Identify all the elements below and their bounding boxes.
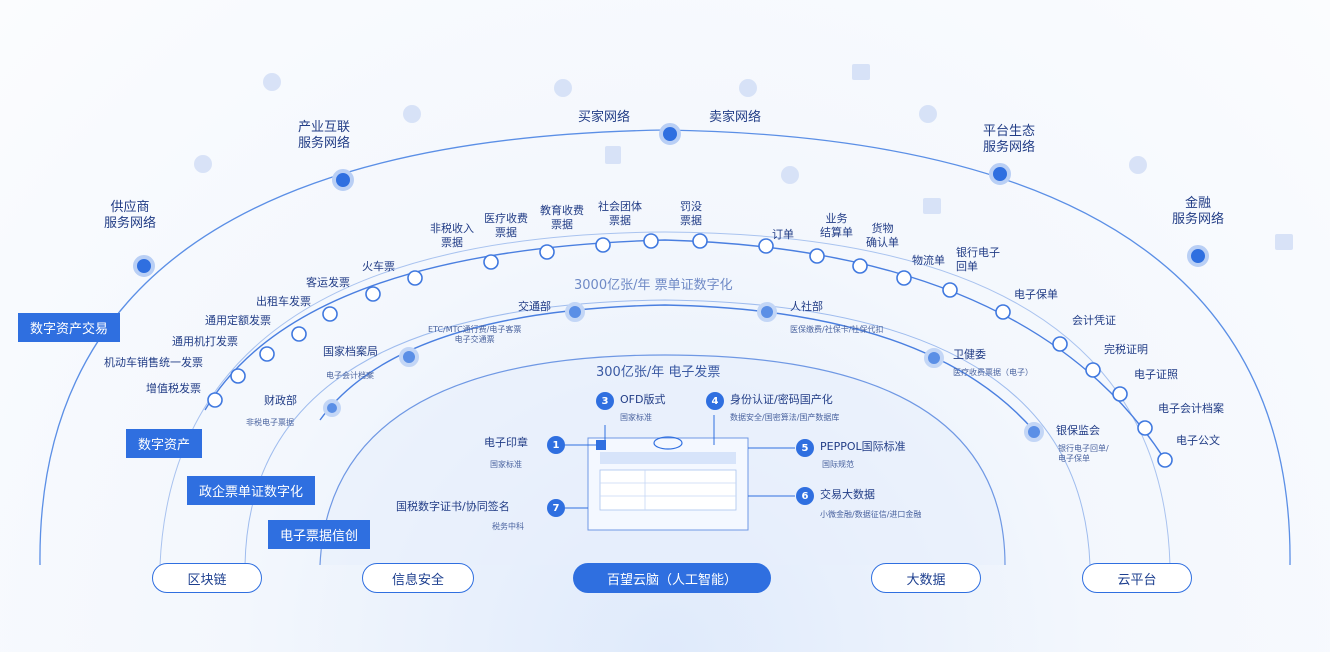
- core-sub-auth: 数据安全/国密算法/国产数据库: [730, 413, 840, 422]
- ring3-sub: ETC/MTC通行费/电子客票 电子交通票: [428, 325, 522, 344]
- ring2-label: 会计凭证: [1072, 314, 1116, 327]
- ring3-sub: 医保缴费/社保卡/社保代扣: [790, 325, 884, 334]
- core-sub-seal: 国家标准: [490, 460, 522, 469]
- pill-ai-brain[interactable]: 百望云脑（人工智能）: [573, 563, 771, 593]
- third-ring-arc: [319, 304, 1036, 433]
- ring2-label: 银行电子 回单: [956, 246, 1000, 273]
- pill-blockchain[interactable]: 区块链: [152, 563, 262, 593]
- core-title-seal: 电子印章: [484, 436, 528, 449]
- ring2-label: 业务 结算单: [820, 212, 853, 239]
- pill-big-data[interactable]: 大数据: [871, 563, 981, 593]
- ring2-label: 完税证明: [1104, 343, 1148, 356]
- core-title-ofd: OFD版式: [620, 393, 666, 406]
- core-num-1: 1: [547, 436, 565, 454]
- core-title-cert: 国税数字证书/协同签名: [396, 500, 510, 513]
- core-num-3: 3: [596, 392, 614, 410]
- ring2-label: 社会团体 票据: [598, 200, 642, 227]
- ring2-label: 电子证照: [1134, 368, 1178, 381]
- core-title-peppol: PEPPOL国际标准: [820, 440, 906, 453]
- node-finance[interactable]: [1187, 245, 1209, 267]
- outer-label-industry: 产业互联 服务网络: [298, 120, 351, 152]
- core-sub-peppol: 国际规范: [822, 460, 854, 469]
- core-num-5: 5: [796, 439, 814, 457]
- ring3-sub: 医疗收费票据（电子）: [953, 368, 1033, 377]
- ring3-title: 国家档案局: [323, 345, 378, 358]
- core-num-6: 6: [796, 487, 814, 505]
- ring2-label: 通用机打发票: [172, 335, 238, 348]
- ring2-label: 电子公文: [1176, 434, 1220, 447]
- core-num-4: 4: [706, 392, 724, 410]
- core-title-bigdata: 交易大数据: [820, 488, 875, 501]
- outer-ring-nodes: [133, 123, 1209, 277]
- second-ring-nodes: [207, 233, 1173, 468]
- node-buyer-seller[interactable]: [659, 123, 681, 145]
- outer-label-seller: 卖家网络: [709, 110, 762, 125]
- ring3-title: 银保监会: [1056, 424, 1100, 437]
- ring3-title: 财政部: [264, 394, 297, 407]
- core-sub-ofd: 国家标准: [620, 413, 652, 422]
- core-sub-cert: 税务中科: [492, 522, 524, 531]
- decor-dots: [194, 64, 1293, 250]
- outer-label-supplier: 供应商 服务网络: [104, 200, 157, 232]
- ring2-label: 通用定额发票: [205, 314, 271, 327]
- outer-label-platform: 平台生态 服务网络: [983, 124, 1036, 156]
- band-label-outer: 3000亿张/年 票单证数字化: [574, 278, 733, 293]
- ring2-label: 非税收入 票据: [430, 222, 474, 249]
- ring2-label: 出租车发票: [256, 295, 311, 308]
- ring3-title: 卫健委: [953, 348, 986, 361]
- ring2-label: 增值税发票: [146, 382, 201, 395]
- ring2-label: 火车票: [362, 260, 395, 273]
- node-industry[interactable]: [332, 169, 354, 191]
- ring3-sub: 银行电子回单/ 电子保单: [1058, 444, 1109, 463]
- core-num-7: 7: [547, 499, 565, 517]
- tag-xinchuang: 电子票据信创: [268, 520, 371, 549]
- core-title-auth: 身份认证/密码国产化: [730, 393, 833, 406]
- node-supplier[interactable]: [133, 255, 155, 277]
- ring2-label: 电子会计档案: [1158, 402, 1224, 415]
- ring2-label: 机动车销售统一发票: [104, 356, 203, 369]
- ring3-title: 人社部: [790, 300, 823, 313]
- ring2-label: 教育收费 票据: [540, 204, 584, 231]
- document-illustration: [565, 415, 795, 531]
- tag-digital-asset: 数字资产: [126, 429, 203, 458]
- second-outline-arc: [159, 231, 1171, 566]
- ring2-label: 客运发票: [306, 276, 350, 289]
- ring3-sub: 非税电子票据: [246, 418, 294, 427]
- ring2-label: 货物 确认单: [866, 222, 899, 249]
- ring3-sub: 电子会计档案: [326, 371, 374, 380]
- ring2-label: 订单: [772, 228, 794, 241]
- ring3-title: 交通部: [518, 300, 551, 313]
- third-ring-nodes: [323, 302, 1044, 442]
- ring2-label: 罚没 票据: [680, 200, 702, 227]
- outer-label-finance: 金融 服务网络: [1172, 196, 1225, 228]
- pill-cloud-platform[interactable]: 云平台: [1082, 563, 1192, 593]
- ring2-label: 电子保单: [1014, 288, 1058, 301]
- node-platform[interactable]: [989, 163, 1011, 185]
- core-sub-bigdata: 小微金融/数据征信/进口金融: [820, 510, 922, 519]
- tag-digital-asset-trading: 数字资产交易: [18, 313, 121, 342]
- tag-gov-digitization: 政企票单证数字化: [187, 476, 316, 505]
- band-label-inner: 300亿张/年 电子发票: [596, 365, 721, 380]
- third-outline-arc: [244, 299, 1091, 566]
- ring2-label: 物流单: [912, 254, 945, 267]
- outer-label-buyer: 买家网络: [578, 110, 631, 125]
- ring2-label: 医疗收费 票据: [484, 212, 528, 239]
- pill-info-security[interactable]: 信息安全: [362, 563, 474, 593]
